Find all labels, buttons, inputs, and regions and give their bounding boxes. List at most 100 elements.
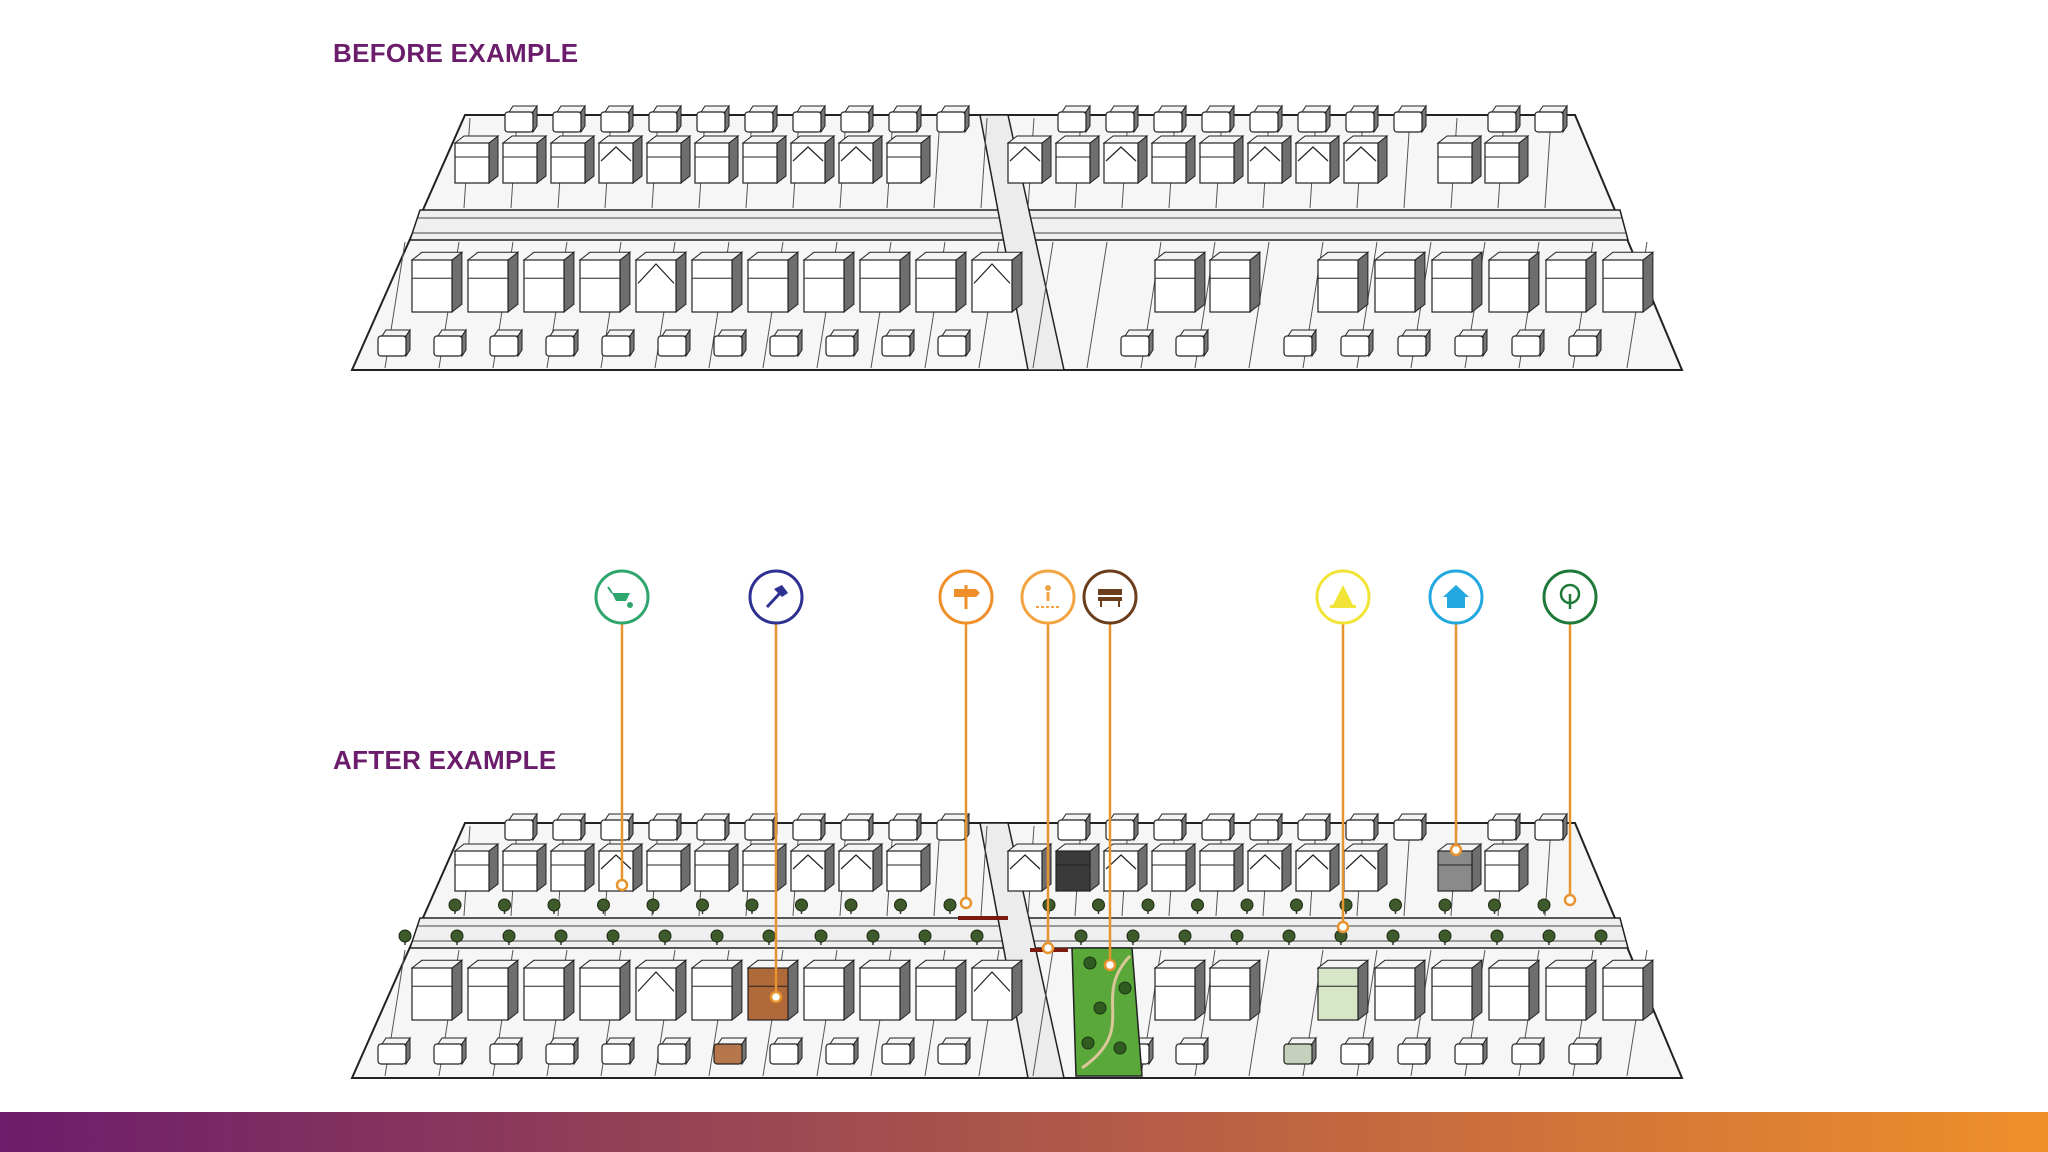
- street-tree: [1537, 898, 1551, 914]
- garage: [744, 812, 778, 842]
- garage: [648, 812, 682, 842]
- house: [690, 959, 744, 1022]
- garage: [1568, 1036, 1602, 1066]
- garage: [1454, 1036, 1488, 1066]
- street-tree: [918, 929, 932, 945]
- house: [885, 842, 932, 893]
- house: [501, 842, 548, 893]
- garage: [489, 328, 523, 358]
- garage: [1454, 328, 1488, 358]
- house: [1153, 251, 1207, 314]
- traffic-cone-icon: [1330, 585, 1356, 608]
- garage: [377, 1036, 411, 1066]
- garage: [936, 104, 970, 134]
- house: [858, 959, 912, 1022]
- house: [746, 959, 800, 1022]
- wheelbarrow-icon: [607, 586, 633, 608]
- street-tree: [1092, 898, 1105, 914]
- house: [1544, 959, 1598, 1022]
- leader-end-dot: [1103, 958, 1117, 972]
- house: [1544, 251, 1598, 314]
- garage: [1120, 328, 1154, 358]
- garage: [696, 812, 730, 842]
- garage: [1534, 812, 1568, 842]
- street-tree: [970, 929, 984, 945]
- garage: [888, 104, 922, 134]
- leader-end-dot: [1041, 941, 1055, 955]
- garage: [433, 1036, 467, 1066]
- footer-gradient-bar: [0, 1112, 2048, 1152]
- house: [693, 842, 740, 893]
- house: [1316, 251, 1370, 314]
- house: [634, 959, 688, 1022]
- house: [1373, 251, 1427, 314]
- wheelbarrow-marker: [594, 569, 650, 892]
- house: [1483, 842, 1530, 893]
- garage: [1297, 812, 1331, 842]
- house: [578, 251, 632, 314]
- street-tree: [1490, 929, 1504, 945]
- garage: [1345, 104, 1379, 134]
- garage: [888, 812, 922, 842]
- street-tree: [498, 898, 511, 914]
- house: [453, 134, 500, 185]
- garage: [937, 328, 971, 358]
- garage: [881, 328, 915, 358]
- street-tree: [1141, 898, 1155, 914]
- pedestrian-crossing-marker: [1020, 569, 1076, 955]
- house: [1487, 251, 1541, 314]
- house: [578, 959, 632, 1022]
- house: [789, 842, 836, 893]
- garage: [792, 812, 826, 842]
- house: [645, 134, 692, 185]
- house: [1483, 134, 1530, 185]
- garage: [1057, 104, 1091, 134]
- street-tree: [795, 898, 808, 914]
- garage: [601, 328, 635, 358]
- garage: [937, 1036, 971, 1066]
- house: [858, 251, 912, 314]
- garage: [1393, 104, 1427, 134]
- leader-end-dot: [1563, 893, 1577, 907]
- garage: [713, 328, 747, 358]
- house: [597, 842, 644, 893]
- house: [1487, 959, 1541, 1022]
- street-tree: [554, 929, 568, 945]
- garage: [489, 1036, 523, 1066]
- tree-marker: [1542, 569, 1598, 907]
- street-tree: [658, 929, 672, 945]
- signpost-icon: [954, 585, 980, 609]
- garage: [1340, 1036, 1374, 1066]
- street-tree: [762, 929, 776, 945]
- house: [453, 842, 500, 893]
- leader-end-dot: [769, 990, 783, 1004]
- house: [970, 251, 1024, 314]
- house: [410, 959, 464, 1022]
- before-neighborhood-diagram: [350, 104, 1684, 371]
- garage: [1283, 328, 1317, 358]
- garage: [1511, 328, 1545, 358]
- garage: [648, 104, 682, 134]
- garage: [825, 1036, 859, 1066]
- house: [1294, 134, 1341, 185]
- leader-end-dot: [615, 878, 629, 892]
- street-tree: [1178, 929, 1192, 945]
- house: [1436, 134, 1483, 185]
- street-tree: [448, 898, 462, 914]
- garage: [840, 812, 874, 842]
- garage: [1568, 328, 1602, 358]
- street-tree: [606, 929, 620, 945]
- house: [1316, 959, 1370, 1022]
- street-tree: [1438, 898, 1452, 914]
- street-tree: [745, 898, 759, 914]
- house: [802, 251, 856, 314]
- house: [634, 251, 688, 314]
- garage: [552, 104, 586, 134]
- garage: [1105, 104, 1139, 134]
- bench-icon: [1098, 589, 1122, 607]
- house: [914, 251, 968, 314]
- street-tree: [710, 929, 724, 945]
- signpost-marker: [938, 569, 994, 910]
- street-tree: [1389, 898, 1402, 914]
- house: [1198, 842, 1245, 893]
